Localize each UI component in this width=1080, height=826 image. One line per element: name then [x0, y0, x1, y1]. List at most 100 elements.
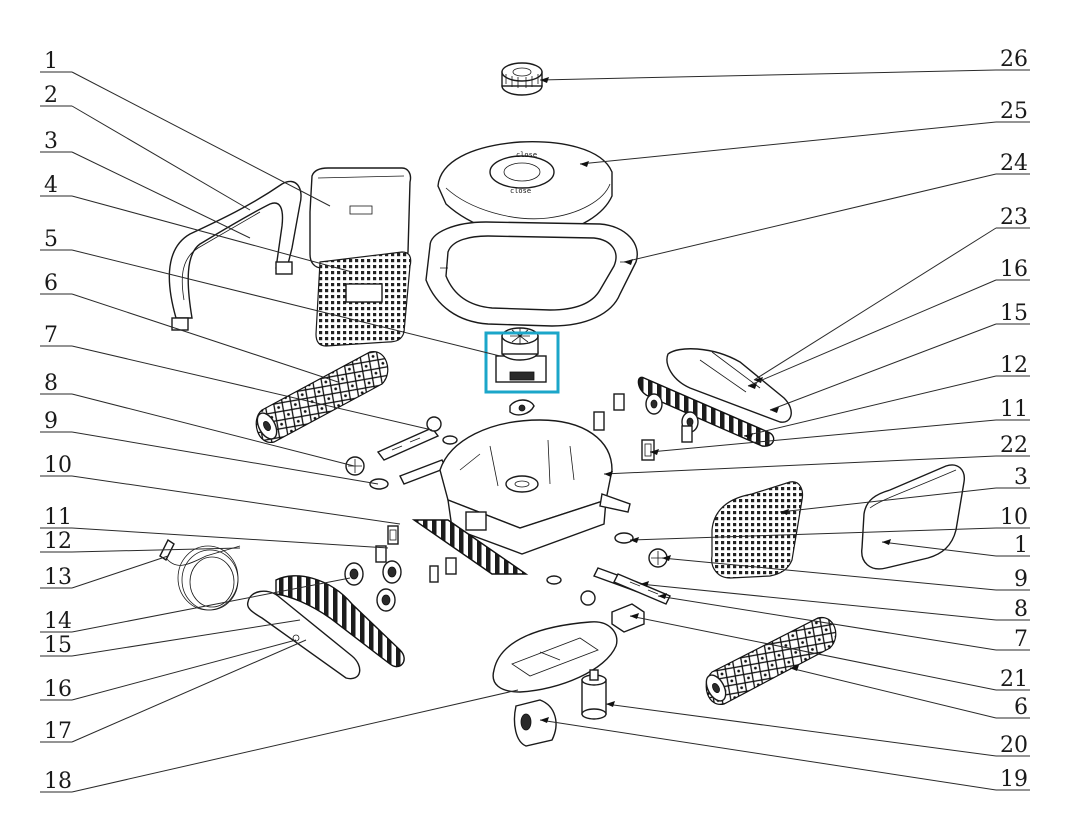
part-23-side-panel-right [666, 348, 792, 423]
leader-line [71, 547, 241, 553]
part-6-brush-left [255, 351, 389, 443]
leader-line [71, 293, 339, 383]
leader-arrowhead [754, 377, 763, 383]
leader-arrowhead [780, 509, 789, 515]
leader-arrowhead [640, 581, 649, 587]
leader-line [539, 69, 997, 81]
small-plates-center [429, 393, 625, 583]
part-7-bracket-right [613, 573, 671, 605]
leader-line [71, 619, 301, 657]
leader-arrowhead [624, 259, 633, 265]
part-11-plate-left [387, 525, 399, 545]
part-number-label: 23 [1000, 205, 1028, 230]
part-number-label: 3 [1014, 465, 1028, 490]
part-number-label: 14 [44, 609, 72, 634]
leader-line [657, 595, 997, 651]
part-8-bar-left [399, 459, 447, 485]
leader-line [71, 249, 501, 357]
leader-line [71, 639, 297, 701]
part-9-wheel-right [648, 548, 668, 568]
leader-line [71, 345, 433, 431]
part-number-label: 9 [44, 409, 58, 434]
part-number-label: 17 [44, 719, 72, 744]
part-number-label: 7 [44, 323, 58, 348]
part-12-11-plates-right [641, 425, 693, 461]
cover-close-text-1: close [516, 151, 537, 159]
part-24-frame [425, 221, 638, 327]
part-number-label: 11 [1000, 397, 1028, 422]
leader-line [769, 323, 997, 411]
leader-line [629, 527, 997, 541]
part-number-label: 20 [1000, 733, 1028, 758]
part-16-17-side-panel-left [246, 590, 361, 680]
part-15-track-left [275, 575, 405, 668]
part-number-label: 15 [44, 633, 72, 658]
part-14-wheels-left [344, 560, 402, 612]
part-21-block [611, 603, 645, 633]
part-number-label: 1 [1014, 533, 1028, 558]
leader-arrowhead [662, 555, 671, 561]
cover-close-text-2: close [510, 187, 531, 195]
leader-line [71, 689, 519, 793]
part-1-side-plate-right [861, 464, 965, 570]
part-number-label: 19 [1000, 767, 1028, 792]
part-number-label: 26 [1000, 47, 1028, 72]
leader-line [71, 105, 251, 211]
leader-line [71, 555, 169, 589]
leader-line [629, 615, 997, 691]
part-number-label: 10 [1000, 505, 1028, 530]
part-1-side-plate-left [309, 167, 412, 269]
part-12-plate-left [375, 545, 387, 563]
leader-line [605, 703, 997, 757]
part-number-label: 5 [44, 227, 58, 252]
leader-arrowhead [630, 537, 639, 543]
part-4-impeller [509, 399, 535, 416]
leader-line [539, 719, 997, 791]
leader-line [661, 557, 997, 591]
leader-line [753, 227, 997, 381]
leader-line [579, 121, 997, 165]
leader-arrowhead [606, 701, 615, 707]
leader-line [789, 667, 997, 719]
part-number-label: 10 [44, 453, 72, 478]
part-number-label: 16 [44, 677, 72, 702]
highlight-box-motor [484, 331, 560, 394]
leader-line [881, 541, 997, 557]
part-3-filter-panel-right [711, 481, 804, 579]
leader-line [639, 583, 997, 621]
leader-line [779, 487, 997, 513]
part-number-label: 6 [1014, 695, 1028, 720]
leader-line [747, 279, 997, 387]
leader-arrowhead [630, 613, 639, 619]
part-7-bracket-left [376, 427, 440, 461]
part-number-label: 4 [44, 173, 58, 198]
part-number-label: 3 [44, 129, 58, 154]
leader-line [71, 71, 331, 207]
part-19-pump-housing [513, 699, 557, 747]
part-22-chassis [411, 419, 631, 575]
part-25-top-cover: close close [437, 141, 613, 238]
part-10-disc-left [369, 478, 389, 490]
leader-line [71, 475, 401, 525]
leader-line [71, 151, 251, 239]
part-number-label: 2 [44, 83, 58, 108]
leader-line [603, 455, 997, 475]
part-13-cable [159, 538, 241, 611]
part-10-disc-right [614, 532, 634, 544]
leader-line [71, 639, 307, 743]
part-number-label: 12 [44, 529, 72, 554]
part-3-filter-panel-left [315, 251, 412, 347]
small-discs-center-left [426, 416, 458, 445]
part-20-motor [581, 669, 607, 720]
part-number-label: 13 [44, 565, 72, 590]
part-number-label: 18 [44, 769, 72, 794]
part-number-label: 7 [1014, 627, 1028, 652]
part-5-motor-highlighted [495, 327, 547, 383]
part-number-label: 8 [1014, 597, 1028, 622]
leader-arrowhead [770, 407, 779, 413]
leader-line [71, 577, 351, 633]
part-number-label: 6 [44, 271, 58, 296]
leader-line [649, 419, 997, 453]
